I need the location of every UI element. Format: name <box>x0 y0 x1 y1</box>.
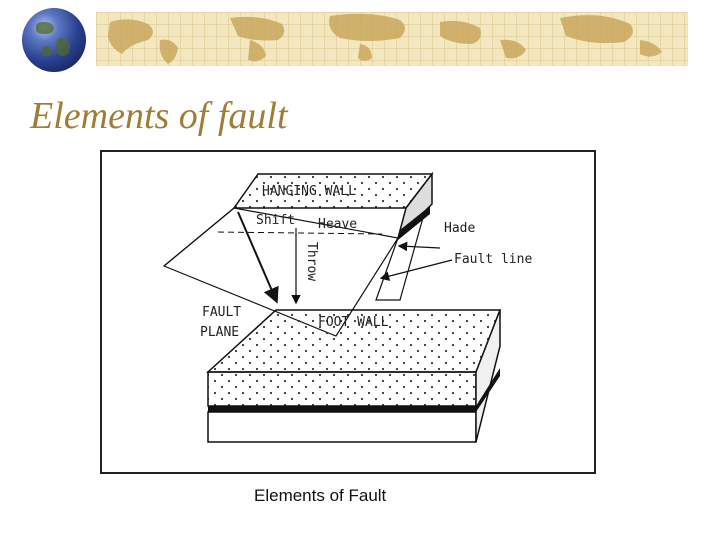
fault-line-label: Fault line <box>454 252 532 267</box>
slide-title: Elements of fault <box>30 95 288 137</box>
hade-label: Hade <box>444 221 475 236</box>
fault-plane-arrow <box>237 211 279 304</box>
fault-plane-label-line2: PLANE <box>200 325 239 340</box>
hade-arrow <box>397 241 441 252</box>
horizontal-dashed-line <box>217 231 383 235</box>
fault-plane-edge <box>163 207 235 267</box>
shift-label: Shift <box>256 213 295 228</box>
figure-caption: Elements of Fault <box>254 486 387 505</box>
fault-plane-label-line1: FAULT <box>202 305 241 320</box>
fault-diagram-svg: HANGING WALL Shift Heave Hade Fault line… <box>100 150 596 474</box>
world-map-strip <box>96 12 688 66</box>
hanging-wall-block <box>232 171 434 241</box>
heave-label: Heave <box>318 217 357 232</box>
fault-line-arrow <box>379 259 453 281</box>
foot-wall-label: FOOT WALL <box>318 315 389 330</box>
foot-wall-block <box>206 309 502 443</box>
globe-icon <box>22 8 86 72</box>
throw-label: Throw <box>304 242 319 281</box>
hanging-wall-label: HANGING WALL <box>262 184 356 199</box>
fault-diagram: HANGING WALL Shift Heave Hade Fault line… <box>100 150 596 474</box>
map-banner <box>0 0 720 80</box>
